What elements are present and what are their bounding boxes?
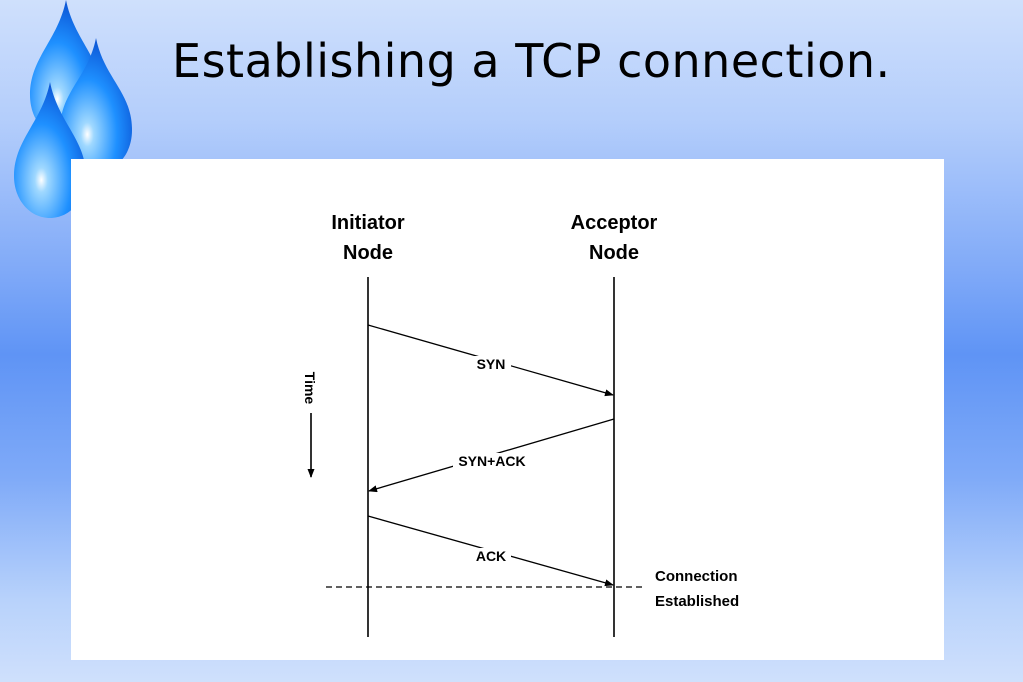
initiator-label-line1: Initiator (331, 212, 405, 234)
ack-label: ACK (476, 548, 506, 564)
syn-label: SYN (477, 356, 506, 372)
water-drop-icon (60, 38, 132, 172)
syn-ack-label: SYN+ACK (458, 453, 525, 469)
connection-established-line1: Connection (655, 568, 738, 585)
ack-label-bg (471, 548, 511, 564)
acceptor-label-line2: Node (589, 242, 639, 264)
time-label: Time (302, 372, 318, 405)
connection-established-line2: Established (655, 593, 739, 610)
initiator-label-line2: Node (343, 242, 393, 264)
syn-ack-label-bg (453, 453, 531, 469)
water-drops-icon (14, 0, 132, 218)
water-drop-icon (14, 82, 86, 218)
acceptor-label-line1: Acceptor (571, 212, 658, 234)
slide-title: Establishing a TCP connection. (172, 34, 891, 88)
tcp-handshake-diagram: Initiator Node Acceptor Node SYN SYN+ACK… (302, 212, 739, 637)
diagram-panel: Initiator Node Acceptor Node SYN SYN+ACK… (71, 159, 944, 660)
syn-label-bg (471, 356, 511, 372)
